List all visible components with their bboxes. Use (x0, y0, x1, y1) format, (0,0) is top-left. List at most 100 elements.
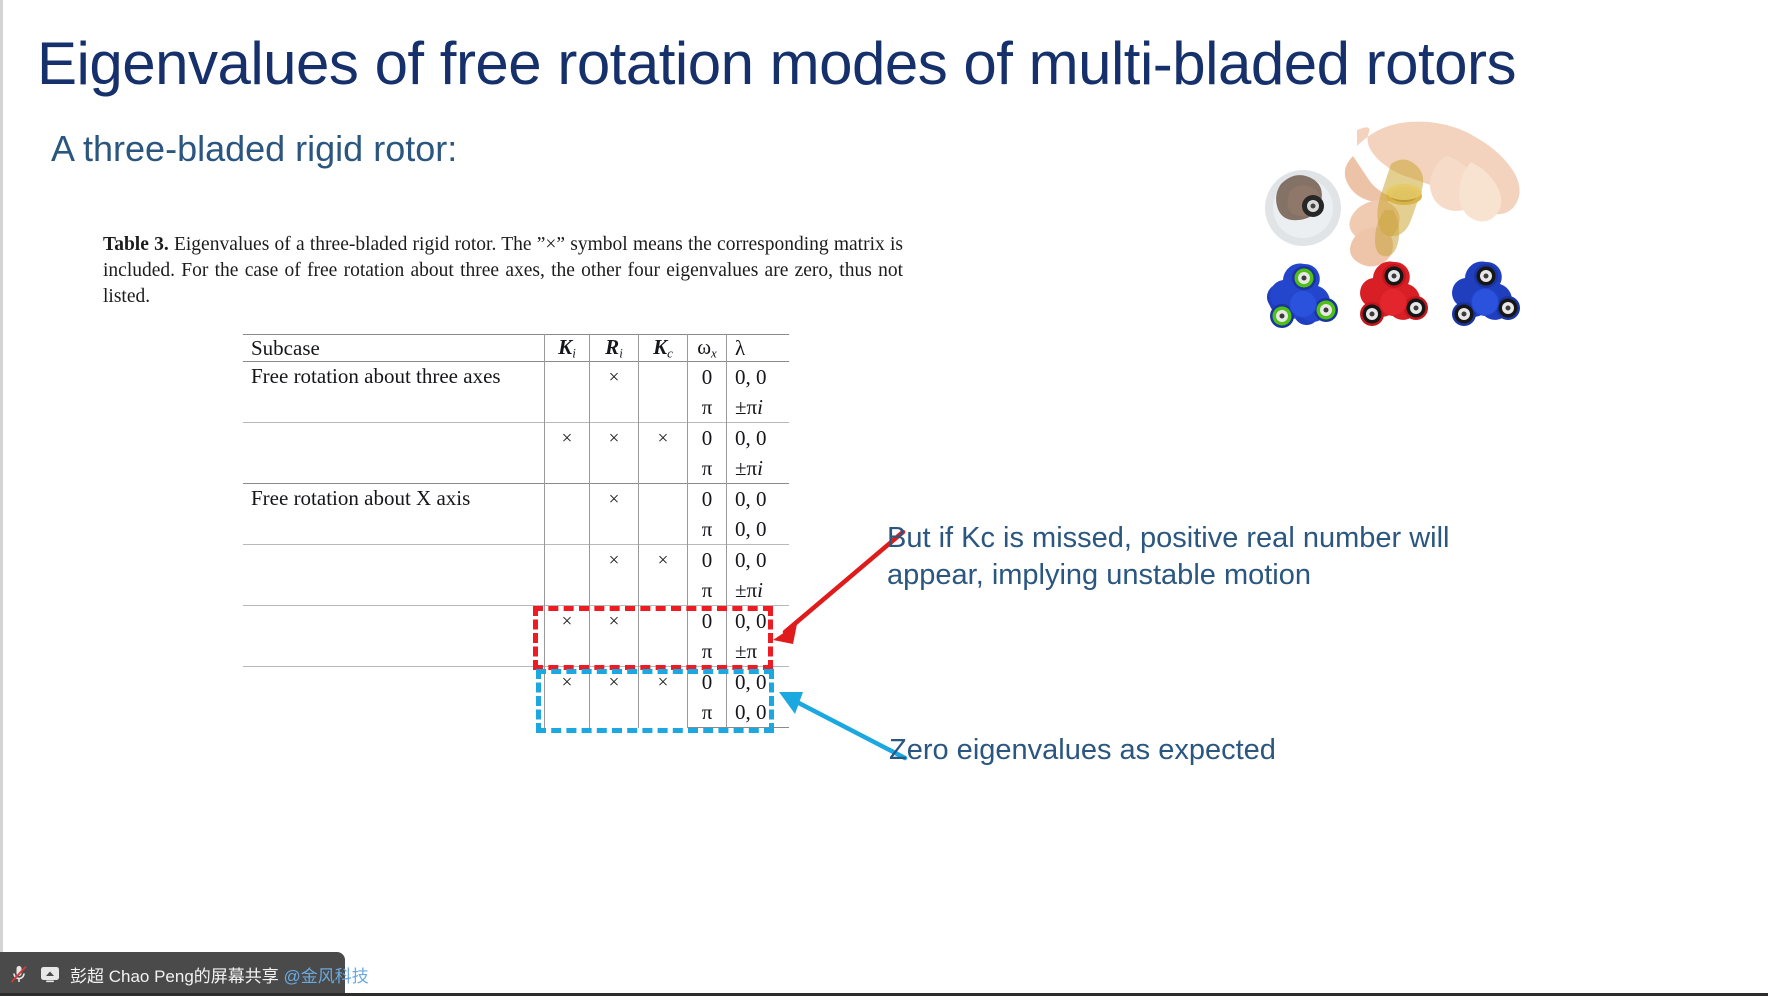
cell-omega-x: 0 (687, 483, 727, 515)
table-head: Subcase Ki Ri Kc ωx λ (243, 334, 789, 362)
mark-x-icon: × (608, 489, 620, 511)
annotation-red-line2: appear, implying unstable motion (887, 559, 1311, 592)
mark-x-icon: × (657, 428, 669, 450)
mark-x-icon: × (608, 611, 620, 633)
col-header-ri: Ri (589, 334, 639, 362)
cell-ri: × (589, 483, 639, 545)
mark-x-icon: × (561, 611, 573, 633)
cell-subcase (243, 667, 545, 728)
cell-ki: × (544, 422, 590, 484)
cell-ri: × (589, 666, 639, 728)
red-arrow-icon (773, 529, 906, 644)
eigenvalue-table: Subcase Ki Ri Kc ωx λ Free rotation abou… (243, 334, 789, 729)
taskbar-sharer-text: 彭超 Chao Peng的屏幕共享 (70, 966, 284, 986)
screen-share-taskbar[interactable]: 彭超 Chao Peng的屏幕共享 @金风科技 (0, 952, 369, 996)
table-row: × × 0 0, 0 (243, 605, 789, 667)
mark-x-icon: × (608, 672, 620, 694)
table-caption: Table 3. Eigenvalues of a three-bladed r… (103, 232, 903, 310)
col-header-ki: Ki (544, 334, 590, 362)
table-row: π ±πi (243, 575, 789, 606)
cell-omega-x: 0 (687, 605, 727, 637)
mark-x-icon: × (657, 550, 669, 572)
screen-share-icon[interactable] (39, 963, 61, 985)
cell-ri: × (589, 361, 639, 423)
annotation-red-line1: But if Kc is missed, positive real numbe… (887, 522, 1450, 554)
mark-x-icon: × (608, 428, 620, 450)
cell-omega-x: π (687, 575, 727, 606)
cell-kc (638, 361, 688, 423)
cell-ri: × (589, 605, 639, 667)
cell-omega-x: π (687, 514, 727, 545)
cell-lambda: 0, 0 (735, 547, 767, 572)
cell-ki: × (544, 605, 590, 667)
cell-omega-x: π (687, 453, 727, 484)
cell-omega-x: 0 (687, 544, 727, 576)
cell-lambda: ±π (735, 638, 758, 663)
annotation-red: But if Kc is missed, positive real numbe… (887, 520, 1507, 594)
cell-lambda: ±πi (735, 394, 763, 419)
cell-omega-x: 0 (687, 422, 727, 454)
annotation-blue: Zero eigenvalues as expected (889, 732, 1369, 769)
cell-ri: × (589, 422, 639, 484)
cell-lambda: ±πi (735, 455, 763, 480)
slide-subtitle: A three-bladed rigid rotor: (51, 128, 458, 169)
cell-omega-x: 0 (687, 666, 727, 698)
cell-subcase (243, 423, 545, 484)
cell-ki (544, 483, 590, 545)
cell-lambda: 0, 0 (726, 697, 789, 729)
cell-lambda: 0, 0 (735, 364, 767, 389)
cell-lambda: 0, 0 (735, 608, 767, 633)
table-row: × × × 0 0, 0 (243, 422, 789, 484)
mark-x-icon: × (608, 550, 620, 572)
cell-subcase (243, 545, 545, 606)
cell-subcase: Free rotation about three axes (251, 364, 501, 389)
table-caption-label: Table 3. (103, 234, 169, 255)
table-row: π±π (243, 636, 789, 667)
cell-kc: × (638, 666, 688, 728)
blue-arrow-icon (779, 692, 908, 761)
cell-ki (544, 544, 590, 606)
taskbar-label: 彭超 Chao Peng的屏幕共享 @金风科技 (70, 962, 369, 987)
cell-kc (638, 605, 688, 667)
cell-kc: × (638, 544, 688, 606)
annotation-blue-line1: Zero eigenvalues as expected (889, 734, 1276, 766)
mark-x-icon: × (608, 367, 620, 389)
mark-x-icon: × (561, 428, 573, 450)
table-header-row: Subcase Ki Ri Kc ωx λ (243, 334, 789, 362)
cell-kc (638, 483, 688, 545)
cell-ri: × (589, 544, 639, 606)
mic-muted-icon[interactable] (8, 963, 30, 985)
table-row: Free rotation about three axes × 0 0, 0 (243, 361, 789, 423)
cell-ki (544, 361, 590, 423)
cell-subcase: Free rotation about X axis (251, 486, 471, 511)
mark-x-icon: × (657, 672, 669, 694)
taskbar-company-tag: @金风科技 (283, 966, 369, 986)
cell-omega-x: 0 (687, 361, 727, 393)
fidget-spinner-illustration (1265, 121, 1520, 328)
eigenvalue-table-wrapper: Subcase Ki Ri Kc ωx λ Free rotation abou… (243, 334, 789, 729)
cell-lambda: ±πi (735, 577, 763, 602)
cell-lambda: 0, 0 (735, 486, 767, 511)
spinner-blue-black (1452, 261, 1520, 326)
col-header-kc: Kc (638, 334, 688, 362)
col-header-lambda: λ (735, 335, 746, 360)
table-row: π ±πi (243, 392, 789, 423)
fidget-spinner-photo (1261, 112, 1531, 355)
cell-subcase (243, 606, 545, 667)
mark-x-icon: × (561, 672, 573, 694)
table-caption-text: Eigenvalues of a three-bladed rigid roto… (103, 234, 903, 307)
table-row: π ±πi (243, 453, 789, 484)
cell-kc: × (638, 422, 688, 484)
cell-omega-x: π (687, 697, 727, 729)
col-header-subcase: Subcase (251, 335, 320, 360)
cell-omega-x: π (687, 392, 727, 423)
cell-lambda: 0, 0 (735, 425, 767, 450)
spinner-blue-green (1266, 263, 1338, 328)
table-row: Free rotation about X axis × 0 0, 0 (243, 483, 789, 545)
table-row: × × 0 0, 0 (243, 544, 789, 606)
